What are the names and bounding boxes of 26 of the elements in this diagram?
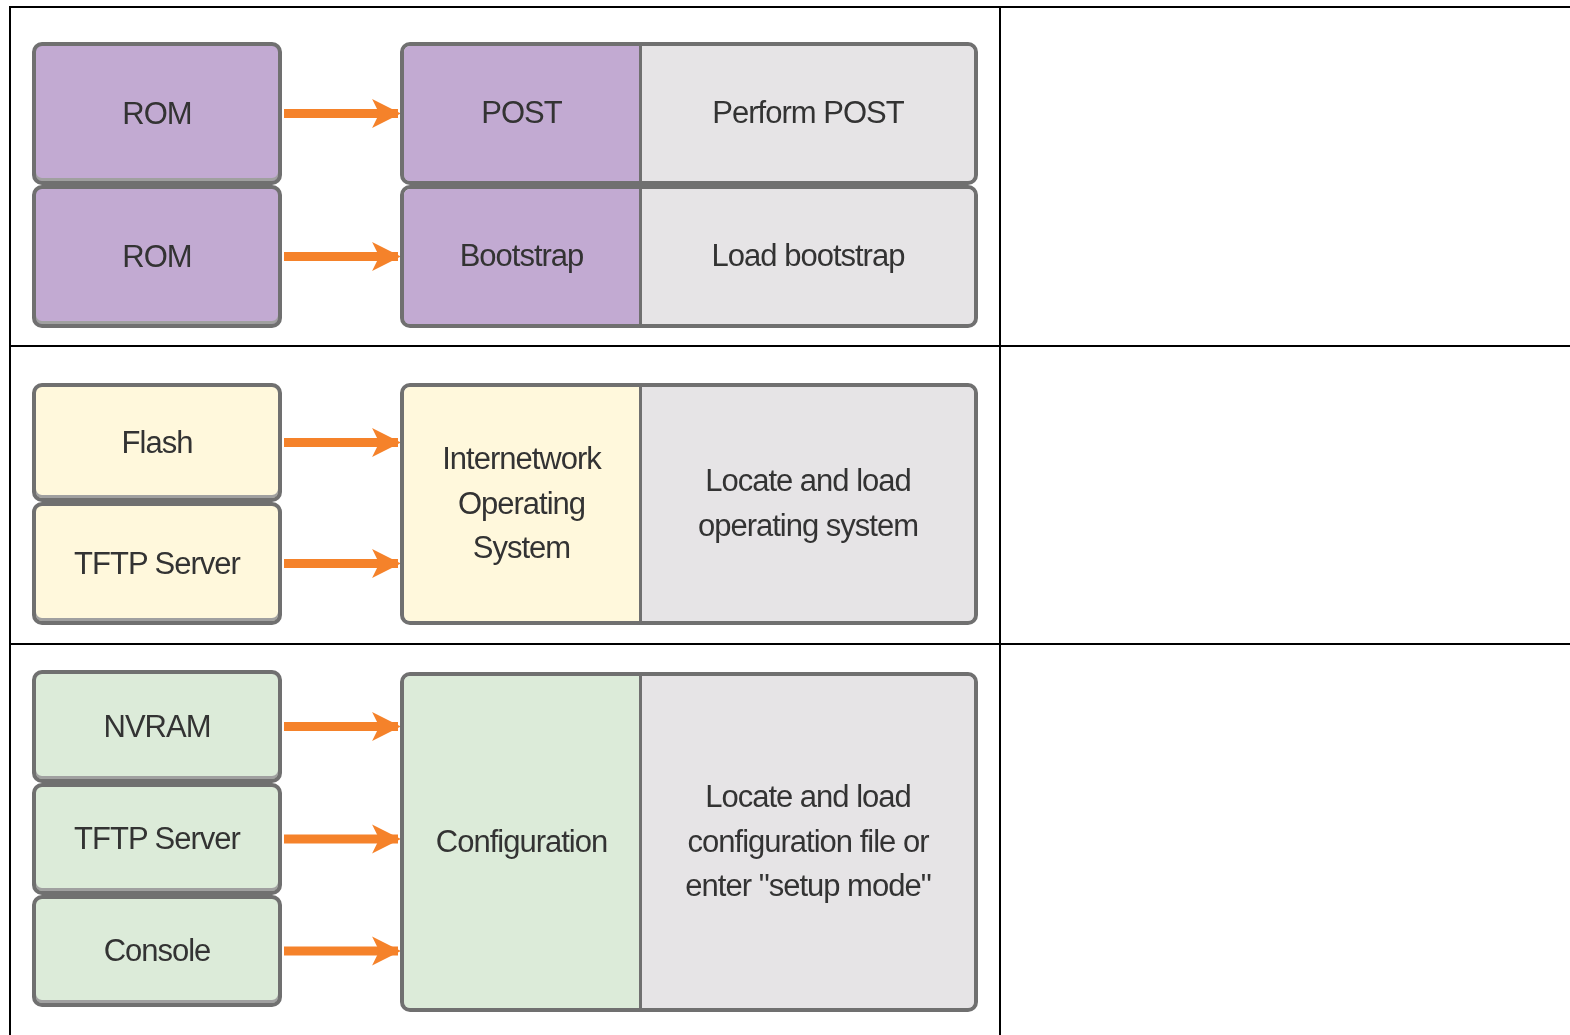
- source-box: ROM: [32, 42, 282, 185]
- stage-name: Internetwork Operating System: [404, 387, 642, 621]
- arrow: [284, 936, 401, 966]
- source-box: NVRAM: [32, 670, 282, 783]
- arrow: [284, 712, 401, 741]
- boot-stage-box: [400, 42, 978, 185]
- stage-name: Configuration: [404, 676, 642, 1008]
- source-box: Console: [32, 895, 282, 1007]
- stage-name: POST: [404, 46, 642, 181]
- arrow: [284, 242, 401, 271]
- stage-description: Perform POST: [642, 46, 974, 181]
- source-box: TFTP Server: [32, 783, 282, 895]
- arrow: [284, 824, 401, 854]
- boot-stage-box: [400, 185, 978, 328]
- boot-stage-box: [400, 383, 978, 625]
- source-box: TFTP Server: [32, 502, 282, 625]
- arrow: [284, 549, 401, 578]
- source-box: ROM: [32, 185, 282, 328]
- stage-description: Load bootstrap: [642, 189, 974, 324]
- arrow: [284, 428, 401, 457]
- stage-description: Locate and load configuration file or enter "setup mode": [642, 676, 974, 1008]
- stage-name: Bootstrap: [404, 189, 642, 324]
- arrow: [284, 99, 401, 128]
- stage-description: Locate and load operating system: [642, 387, 974, 621]
- source-box: Flash: [32, 383, 282, 502]
- boot-stage-box: [400, 672, 978, 1012]
